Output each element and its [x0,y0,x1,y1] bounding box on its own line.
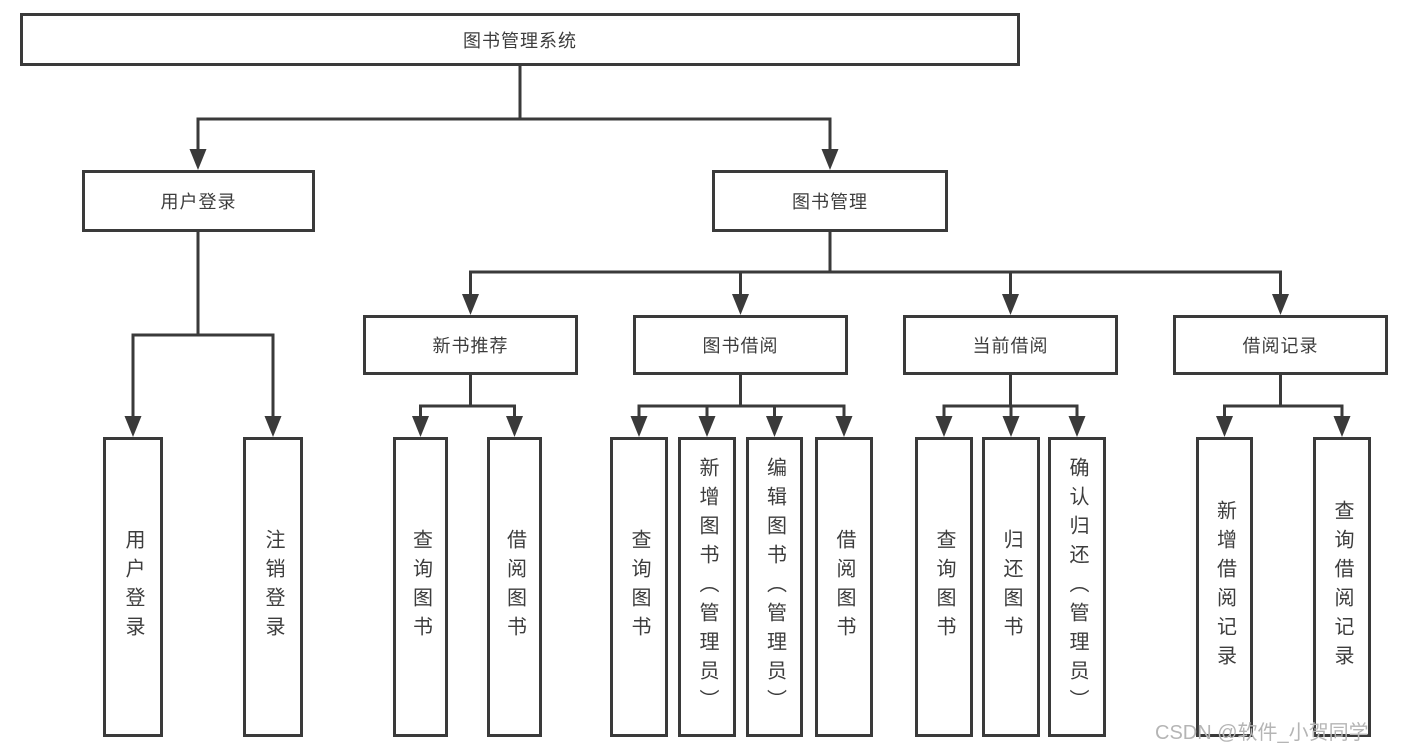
leaf-query-books-recommend: 查询图书 [393,437,448,737]
leaf-borrow-books-recommend: 借阅图书 [487,437,542,737]
arrow-down-icon [189,149,207,170]
arrow-down-icon [1216,416,1233,437]
leaf-query-borrow-record: 查询借阅记录 [1313,437,1371,737]
leaf-return-books: 归还图书 [982,437,1040,737]
arrow-down-icon [124,416,142,437]
leaf-confirm-return-admin: 确认归还（管理员） [1048,437,1106,737]
leaf-query-books-current: 查询图书 [915,437,973,737]
arrow-down-icon [412,416,429,437]
leaf-add-borrow-record: 新增借阅记录 [1196,437,1253,737]
leaf-borrow-books-borrowing: 借阅图书 [815,437,873,737]
node-book-borrowing: 图书借阅 [633,315,848,375]
node-library-system: 图书管理系统 [20,13,1020,66]
node-current-borrowing: 当前借阅 [903,315,1118,375]
arrow-down-icon [1002,294,1019,315]
arrow-down-icon [506,416,523,437]
node-label: 当前借阅 [972,336,1049,356]
node-label: 新书推荐 [432,336,509,356]
arrow-down-icon [732,294,749,315]
node-label: 借阅图书 [503,529,526,645]
connector-root-branch [196,117,832,152]
connector-records-branch [1223,404,1344,419]
connector-user-login-branch [131,333,275,419]
node-label: 图书管理系统 [463,30,577,51]
connector-book-mgmt-branch [469,270,1282,297]
arrow-down-icon [1002,416,1020,437]
node-book-management: 图书管理 [712,170,948,232]
arrow-down-icon [630,416,648,437]
node-label: 新增图书（管理员） [696,456,718,718]
connector-current-branch [942,404,1079,419]
node-label: 新增借阅记录 [1213,500,1236,674]
arrow-down-icon [1333,416,1351,437]
node-label: 注销登录 [262,529,284,645]
node-label: 查询图书 [409,529,432,645]
arrow-down-icon [935,416,953,437]
node-label: 查询图书 [933,529,955,645]
arrow-down-icon [821,149,839,170]
arrow-down-icon [1068,416,1086,437]
arrow-down-icon [1272,294,1289,315]
leaf-query-books-borrowing: 查询图书 [610,437,668,737]
node-borrowing-records: 借阅记录 [1173,315,1388,375]
arrow-down-icon [835,416,853,437]
node-label: 查询图书 [628,529,650,645]
arrow-down-icon [462,294,479,315]
node-new-book-recommendation: 新书推荐 [363,315,578,375]
connector-borrowing-branch [637,404,846,419]
watermark: CSDN @软件_小贺同学 [1155,722,1369,744]
node-label: 用户登录 [160,192,237,212]
leaf-edit-books-admin: 编辑图书（管理员） [746,437,803,737]
node-user-login: 用户登录 [82,170,315,232]
node-label: 编辑图书（管理员） [763,456,786,718]
connector-recommend-branch [419,404,516,419]
node-label: 确认归还（管理员） [1066,456,1088,718]
leaf-logout: 注销登录 [243,437,303,737]
node-label: 用户登录 [122,529,144,645]
node-label: 借阅记录 [1242,336,1319,356]
node-label: 查询借阅记录 [1331,500,1353,674]
node-label: 图书管理 [792,192,868,212]
arrow-down-icon [264,416,282,437]
node-label: 图书借阅 [702,336,779,356]
leaf-user-login: 用户登录 [103,437,163,737]
arrow-down-icon [698,416,716,437]
arrow-down-icon [766,416,783,437]
node-label: 归还图书 [1000,529,1022,645]
node-label: 借阅图书 [833,529,855,645]
leaf-add-books-admin: 新增图书（管理员） [678,437,736,737]
